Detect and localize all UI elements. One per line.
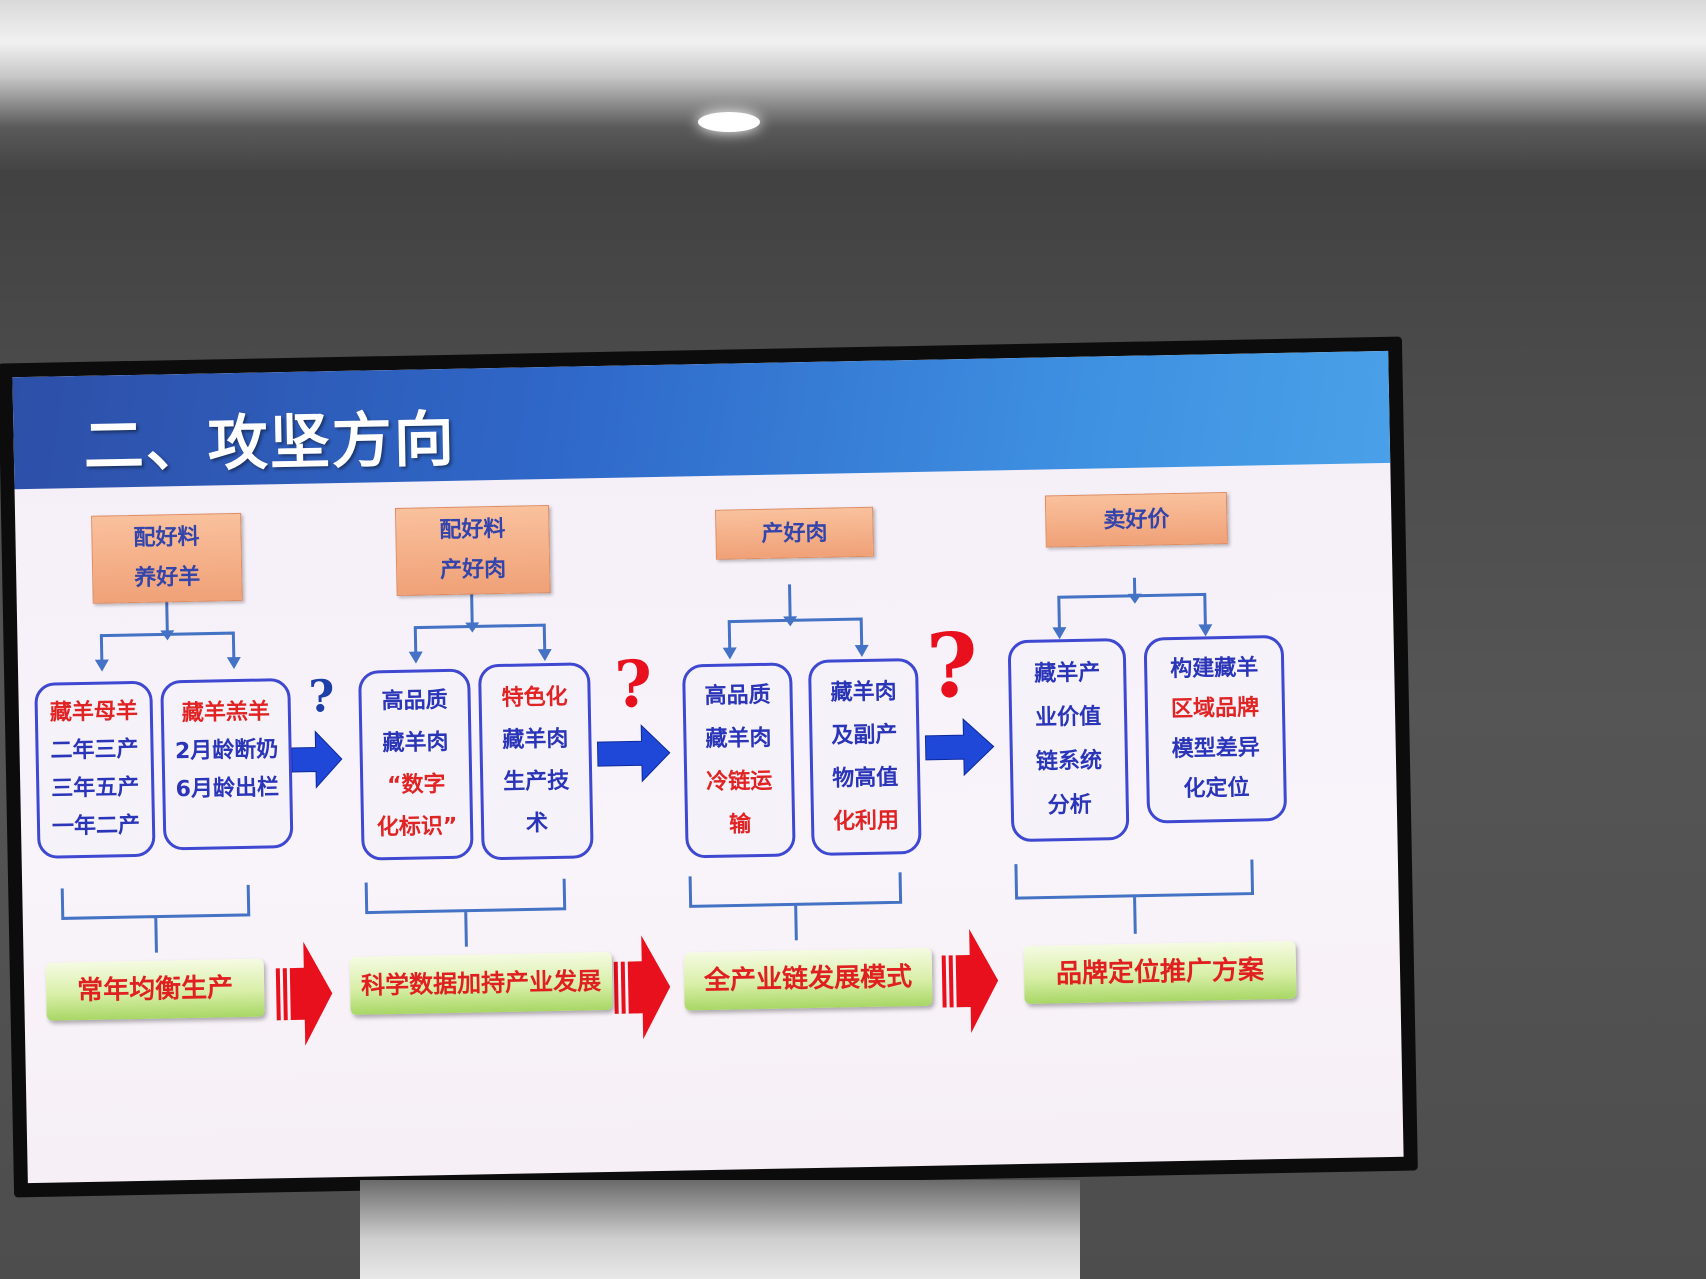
box-line: 输 bbox=[728, 812, 752, 838]
red-arrows bbox=[275, 929, 999, 1046]
box-line: 高品质 bbox=[704, 682, 771, 710]
box-line: 化定位 bbox=[1183, 775, 1250, 802]
branch-arrowheads bbox=[94, 593, 1213, 672]
box-line: 及副产 bbox=[831, 722, 898, 749]
step-4-header: 卖好价 bbox=[1044, 491, 1228, 548]
brackets bbox=[60, 859, 1255, 953]
box-line: 构建藏羊 bbox=[1169, 655, 1259, 683]
box-line: 一年二产 bbox=[51, 812, 141, 840]
step-2-box-tech: 特色化 藏羊肉 生产技 术 bbox=[477, 662, 594, 861]
box-line: 2月龄断奶 bbox=[174, 737, 279, 765]
box-line: 藏羊肉 bbox=[382, 729, 449, 757]
header-line: 产好肉 bbox=[761, 519, 828, 547]
box-line: 生产技 bbox=[503, 768, 570, 795]
box-line: 高品质 bbox=[381, 687, 448, 715]
box-line: 藏羊羔羊 bbox=[181, 699, 271, 727]
step-4-box-brand: 构建藏羊 区域品牌 模型差异 化定位 bbox=[1143, 634, 1288, 824]
box-line: 藏羊母羊 bbox=[49, 698, 139, 726]
box-line: 藏羊肉 bbox=[705, 725, 772, 753]
header-line: 产好肉 bbox=[439, 555, 507, 584]
box-line: 冷链运 bbox=[706, 768, 773, 796]
box-line: 分析 bbox=[1047, 792, 1093, 819]
header-line: 养好羊 bbox=[134, 563, 201, 591]
ceiling-light bbox=[698, 112, 760, 132]
question-mark-icon: ? bbox=[308, 671, 335, 723]
step-3-box-coldchain: 高品质 藏羊肉 冷链运 输 bbox=[682, 662, 796, 859]
box-line: 藏羊肉 bbox=[502, 726, 569, 753]
branch-lines bbox=[99, 577, 1207, 662]
step-1-box-ewe: 藏羊母羊 二年三产 三年五产 一年二产 bbox=[34, 680, 156, 859]
diagram-connectors bbox=[60, 577, 1255, 1046]
step-4-box-value-chain: 藏羊产 业价值 链系统 分析 bbox=[1007, 637, 1130, 843]
blue-arrows bbox=[291, 717, 995, 789]
step-2-box-digital-id: 高品质 藏羊肉 “数字 化标识” bbox=[358, 668, 474, 861]
step-2-header: 配好料 产好肉 bbox=[394, 505, 551, 596]
question-mark-icon: ? bbox=[925, 612, 979, 718]
box-line: 业价值 bbox=[1034, 704, 1102, 731]
step-3-header: 产好肉 bbox=[715, 506, 874, 560]
box-line: 三年五产 bbox=[51, 774, 140, 802]
box-line: 模型差异 bbox=[1171, 735, 1260, 763]
box-line: 藏羊肉 bbox=[830, 679, 897, 706]
header-line: 配好料 bbox=[439, 515, 506, 544]
box-line: 物高值 bbox=[831, 765, 899, 792]
slide-screen: 二、攻坚方向 bbox=[12, 350, 1404, 1184]
step-4-outcome: 品牌定位推广方案 bbox=[1023, 940, 1297, 1004]
box-line: 化标识” bbox=[376, 813, 458, 841]
step-1-header: 配好料 养好羊 bbox=[91, 512, 243, 604]
box-line: “数字 bbox=[386, 772, 446, 799]
step-2-outcome: 科学数据加持产业发展 bbox=[349, 951, 613, 1015]
step-1-box-lamb: 藏羊羔羊 2月龄断奶 6月龄出栏 bbox=[160, 678, 294, 851]
box-line: 化利用 bbox=[832, 808, 900, 835]
box-line: 6月龄出栏 bbox=[175, 775, 280, 803]
tv-monitor: 二、攻坚方向 bbox=[0, 336, 1418, 1198]
ceiling bbox=[0, 0, 1706, 170]
question-mark-icon: ? bbox=[613, 647, 653, 723]
header-line: 配好料 bbox=[133, 523, 200, 551]
step-3-outcome: 全产业链发展模式 bbox=[683, 947, 933, 1011]
tv-stand bbox=[360, 1180, 1080, 1279]
box-line: 链系统 bbox=[1035, 748, 1103, 775]
step-1-outcome: 常年均衡生产 bbox=[45, 958, 265, 1021]
box-line: 二年三产 bbox=[50, 736, 139, 764]
header-line: 卖好价 bbox=[1103, 506, 1170, 534]
box-line: 区域品牌 bbox=[1170, 695, 1260, 723]
box-line: 术 bbox=[525, 811, 549, 837]
box-line: 藏羊产 bbox=[1034, 660, 1101, 687]
box-line: 特色化 bbox=[501, 684, 568, 711]
step-3-box-byproducts: 藏羊肉 及副产 物高值 化利用 bbox=[807, 657, 922, 857]
